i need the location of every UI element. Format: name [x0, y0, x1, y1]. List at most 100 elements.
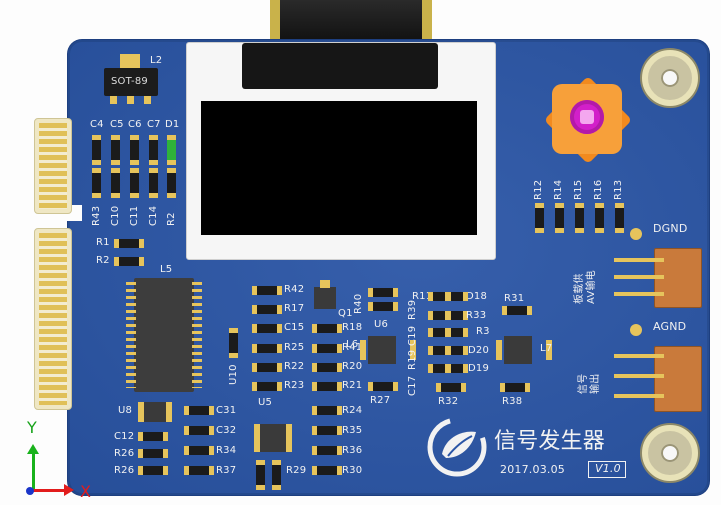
resistor-r28: [138, 449, 168, 458]
capacitor-c14: [149, 168, 158, 198]
label-r26: R26: [114, 465, 135, 476]
label-c32: C32: [216, 425, 237, 436]
resistor-r17: [252, 305, 282, 314]
label-r38: R38: [502, 396, 523, 407]
label-d18: D18: [466, 291, 488, 302]
resistor-r2-v: [167, 168, 176, 198]
ic-l5: [134, 278, 194, 392]
label-j4: 板载供 AV输电: [574, 270, 597, 304]
label-r36: R36: [342, 445, 363, 456]
label-r35: R35: [342, 425, 363, 436]
resistor-r21: [312, 382, 342, 391]
capacitor-c12: [138, 432, 168, 441]
resistor-r31: [502, 306, 532, 315]
header-j4[interactable]: [614, 248, 702, 308]
capacitor-c4: [92, 135, 101, 165]
label-dgnd: DGND: [653, 222, 688, 235]
tactile-button[interactable]: [538, 75, 638, 165]
label-r33: R33: [466, 310, 487, 321]
resistor-r34: [184, 446, 214, 455]
resistor-r39a: [368, 288, 398, 297]
label-r30: R30: [342, 465, 363, 476]
label-r18: R18: [342, 322, 363, 333]
label-r34: R34: [216, 445, 237, 456]
label-r21: R21: [342, 380, 363, 391]
edge-connector-lower: [34, 228, 72, 410]
ic-u8: [138, 402, 172, 422]
label-d19: D19: [468, 363, 490, 374]
label-l5: L5: [160, 264, 173, 275]
ic-u6-pins: [360, 340, 416, 360]
label-r1: R1: [96, 237, 110, 248]
pad-agnd: [630, 324, 642, 336]
resistor-r22: [252, 363, 282, 372]
mount-hole-top-right: [642, 50, 698, 106]
resistor-r12: [535, 203, 544, 233]
label-r11: R11: [412, 291, 433, 302]
label-r12: R12: [533, 179, 544, 200]
resistor-r32: [436, 383, 466, 392]
mount-hole-bottom-right: [642, 425, 698, 481]
regulator-pin: [127, 96, 134, 104]
label-q1: Q1: [338, 308, 353, 319]
label-r14: R14: [553, 179, 564, 200]
flex-cable: [270, 0, 432, 42]
label-c11: C11: [129, 205, 140, 226]
regulator-pin: [110, 96, 117, 104]
label-u5: U5: [258, 397, 273, 408]
resistor-r35: [312, 426, 342, 435]
resistor-r41: [312, 344, 342, 353]
diode-d18: [446, 292, 468, 301]
label-r37: R37: [216, 465, 237, 476]
capacitor-c11: [130, 168, 139, 198]
label-r31: R31: [504, 293, 525, 304]
label-r39: R39: [407, 299, 418, 320]
ic-l5-pins-right: [192, 282, 202, 388]
resistor-r39b: [368, 302, 398, 311]
capacitor-c10: [111, 168, 120, 198]
label-r42: R42: [284, 284, 305, 295]
resistor-u5-b: [272, 460, 281, 490]
label-l2: L2: [150, 55, 163, 66]
diode-d20: [446, 346, 468, 355]
label-r25: R25: [284, 342, 305, 353]
label-u6: U6: [374, 319, 389, 330]
capacitor-c31: [184, 406, 214, 415]
resistor-r27: [368, 382, 398, 391]
resistor-r13: [615, 203, 624, 233]
label-c7: C7: [147, 119, 161, 130]
version-box: V1.0: [588, 461, 626, 478]
diode-row3: [446, 328, 468, 337]
label-r2-v: R2: [166, 212, 177, 226]
sot89-label: SOT-89: [111, 76, 148, 87]
axis-origin: [26, 487, 34, 495]
resistor-r23: [252, 382, 282, 391]
axis-y-label: Y: [27, 418, 37, 437]
regulator-tab: [120, 54, 140, 68]
header-j5[interactable]: [614, 346, 702, 412]
edge-connector-upper: [34, 118, 72, 214]
label-c31: C31: [216, 405, 237, 416]
brand-title: 信号发生器: [494, 429, 606, 454]
transistor-q1: [314, 287, 336, 309]
label-j5: 信号 输出: [578, 373, 601, 394]
label-c14: C14: [148, 205, 159, 226]
diode-d19: [446, 364, 468, 373]
label-l6: L6: [346, 339, 359, 350]
brand-version: V1.0: [595, 462, 621, 475]
pad-dgnd: [630, 228, 642, 240]
capacitor-c32: [184, 426, 214, 435]
resistor-r14: [555, 203, 564, 233]
axis-x-label: X: [80, 482, 91, 501]
oled-screen: [201, 101, 477, 235]
label-r19: R19: [407, 349, 418, 370]
resistor-r2: [114, 257, 144, 266]
ic-l7-pins: [496, 340, 552, 360]
label-u10: U10: [228, 364, 239, 385]
label-r28: R26: [114, 448, 135, 459]
axis-x-line: [32, 489, 66, 492]
label-r43: R43: [91, 205, 102, 226]
label-c5: C5: [110, 119, 124, 130]
label-r16: R16: [593, 179, 604, 200]
resistor-r30: [312, 466, 342, 475]
